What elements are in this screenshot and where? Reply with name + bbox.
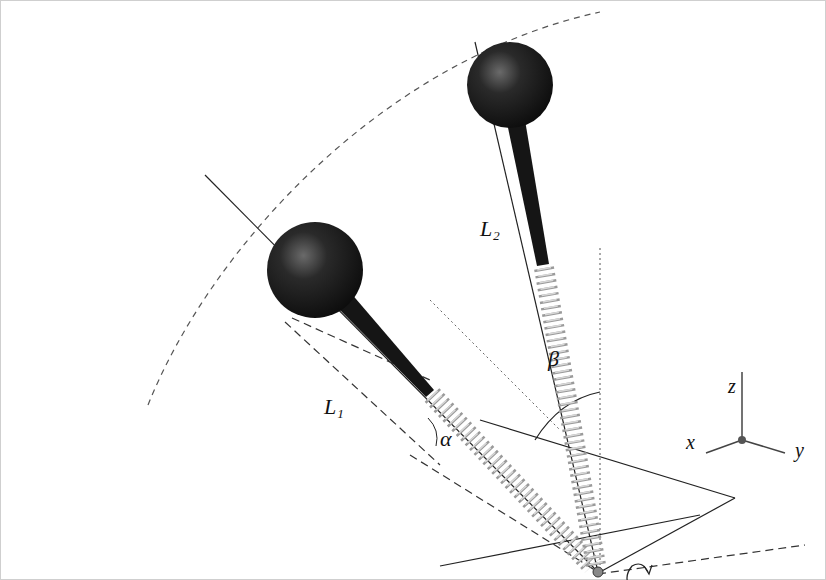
angle-label: β: [548, 348, 559, 370]
length-label: L₁: [324, 396, 344, 418]
length-label: L₂: [480, 218, 500, 240]
axis-label: x: [686, 432, 695, 452]
axis-label: y: [795, 440, 804, 460]
axis-label: z: [728, 376, 736, 396]
angle-label: α: [440, 428, 452, 450]
